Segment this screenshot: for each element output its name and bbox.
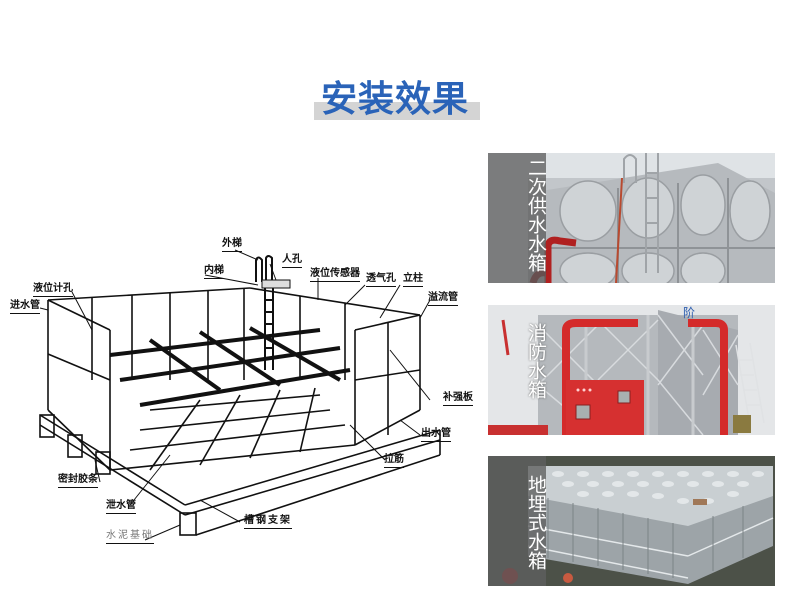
label-outlet-pipe: 出水管 (421, 428, 451, 442)
photo-label-fire-water-tank: 消防水箱 (525, 323, 547, 399)
photo-label-secondary-water-tank: 二次供水水箱 (525, 158, 547, 272)
label-vent: 透气孔 (366, 273, 396, 287)
label-band (488, 456, 546, 586)
label-band (488, 153, 546, 283)
svg-text:阶: 阶 (683, 306, 695, 320)
label-inlet-pipe: 进水管 (10, 300, 40, 314)
label-cement-foundation: 水泥基础 (106, 530, 154, 544)
photo-label-underground-water-tank: 地埋式水箱 (525, 475, 547, 570)
photo-underground-water-tank: 地埋式水箱 (488, 456, 775, 586)
label-overflow-pipe: 溢流管 (428, 292, 458, 306)
label-manhole: 人孔 (282, 254, 302, 268)
page-title: 安装效果 (320, 79, 469, 120)
label-inner-ladder: 内梯 (204, 265, 224, 279)
tank-photo-1 (488, 153, 775, 283)
label-level-gauge-hole: 液位计孔 (33, 283, 73, 297)
photo-fire-water-tank: 阶 消防水箱 (488, 305, 775, 435)
label-outer-ladder: 外梯 (222, 238, 242, 252)
label-reinforcing-plate: 补强板 (443, 392, 473, 406)
label-sealing-strip: 密封胶条 (58, 474, 98, 488)
photo-secondary-water-tank: 二次供水水箱 (488, 153, 775, 283)
label-drain-pipe: 泄水管 (106, 500, 136, 514)
title-underline-shadow (314, 102, 480, 120)
tank-structure-diagram: 外梯 内梯 人孔 液位传感器 透气孔 立柱 溢流管 液位计孔 进水管 补强板 出… (0, 230, 480, 560)
label-level-sensor: 液位传感器 (310, 268, 360, 282)
section-title: 安装效果 (310, 78, 480, 122)
label-column: 立柱 (403, 273, 423, 287)
tank-photo-2: 阶 (488, 305, 775, 435)
tank-line-drawing (39, 249, 441, 541)
label-channel-steel-support: 槽钢支架 (244, 515, 292, 529)
label-tie-rod: 拉筋 (384, 454, 404, 468)
